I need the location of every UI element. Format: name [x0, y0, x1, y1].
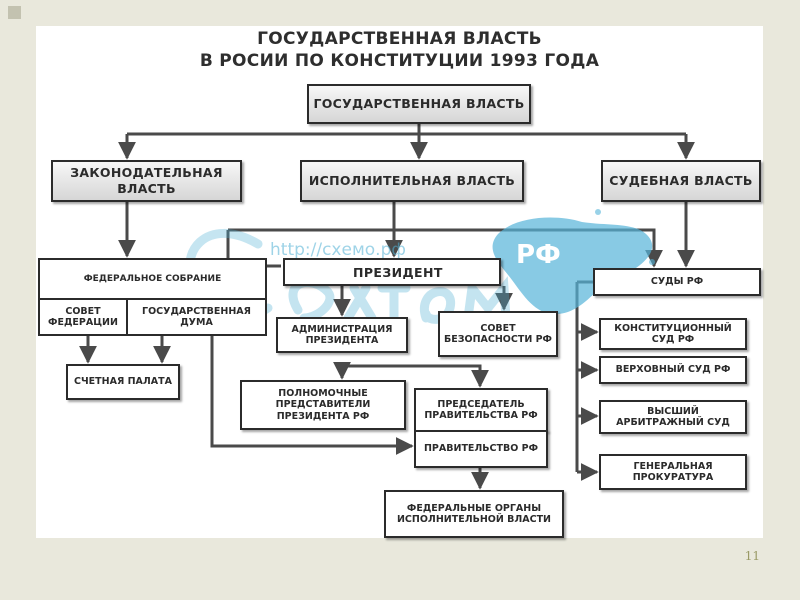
- node-government-chairman: ПРЕДСЕДАТЕЛЬ ПРАВИТЕЛЬСТВА РФ: [414, 388, 548, 432]
- node-presidential-administration: АДМИНИСТРАЦИЯ ПРЕЗИДЕНТА: [276, 317, 408, 353]
- connector-president-down: [342, 364, 489, 388]
- diagram-panel: ГОСУДАРСТВЕННАЯ ВЛАСТЬ В РОСИИ ПО КОНСТИ…: [36, 26, 763, 538]
- diagram-title-line1: ГОСУДАРСТВЕННАЯ ВЛАСТЬ: [257, 29, 542, 49]
- node-state-duma: ГОСУДАРСТВЕННАЯ ДУМА: [126, 298, 267, 336]
- connector-lines: [79, 124, 695, 490]
- node-accounts-chamber: СЧЕТНАЯ ПАЛАТА: [66, 364, 180, 400]
- node-president: ПРЕЗИДЕНТ: [283, 258, 501, 286]
- node-supreme-court: ВЕРХОВНЫЙ СУД РФ: [599, 356, 747, 384]
- node-constitutional-court: КОНСТИТУЦИОННЫЙ СУД РФ: [599, 318, 747, 350]
- node-arbitration-court: ВЫСШИЙ АРБИТРАЖНЫЙ СУД: [599, 400, 747, 434]
- node-government: ПРАВИТЕЛЬСТВО РФ: [414, 430, 548, 468]
- node-plenipotentiaries: ПОЛНОМОЧНЫЕ ПРЕДСТАВИТЕЛИ ПРЕЗИДЕНТА РФ: [240, 380, 406, 430]
- page-number: 11: [744, 549, 760, 563]
- node-security-council: СОВЕТ БЕЗОПАСНОСТИ РФ: [438, 311, 558, 357]
- slide-bullet-icon: [8, 6, 21, 19]
- node-federal-assembly: ФЕДЕРАЛЬНОЕ СОБРАНИЕ: [38, 258, 267, 300]
- node-state-power: ГОСУДАРСТВЕННАЯ ВЛАСТЬ: [307, 84, 531, 124]
- connector-executive-bus: [228, 228, 663, 268]
- node-prosecutor-office: ГЕНЕРАЛЬНАЯ ПРОКУРАТУРА: [599, 454, 747, 490]
- node-judicial: СУДЕБНАЯ ВЛАСТЬ: [601, 160, 761, 202]
- node-executive: ИСПОЛНИТЕЛЬНАЯ ВЛАСТЬ: [300, 160, 524, 202]
- diagram-title-line2: В РОСИИ ПО КОНСТИТУЦИИ 1993 ГОДА: [199, 51, 600, 71]
- node-federation-council: СОВЕТ ФЕДЕРАЦИИ: [38, 298, 128, 336]
- node-legislative: ЗАКОНОДАТЕЛЬНАЯ ВЛАСТЬ: [51, 160, 242, 202]
- node-courts: СУДЫ РФ: [593, 268, 761, 296]
- node-federal-executive-bodies: ФЕДЕРАЛЬНЫЕ ОРГАНЫ ИСПОЛНИТЕЛЬНОЙ ВЛАСТИ: [384, 490, 564, 538]
